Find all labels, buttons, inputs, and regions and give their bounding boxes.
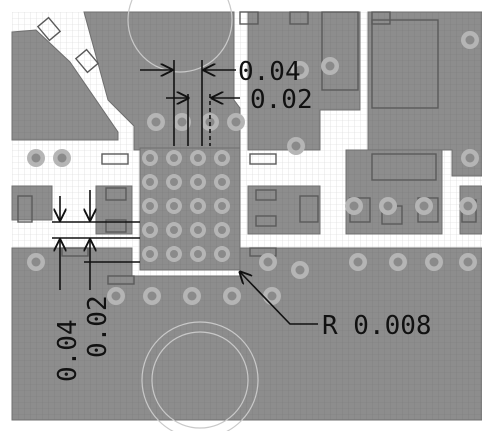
radius-leader (240, 272, 318, 325)
keepout-circle-bottom-inner (151, 331, 249, 429)
via-hole (218, 178, 226, 186)
via-group (27, 31, 479, 305)
via-hole (393, 257, 403, 267)
via-hole (295, 265, 305, 275)
via-hole (291, 141, 301, 151)
pad-icon (289, 11, 309, 25)
copper-block-right-mid (345, 149, 443, 235)
via-hole (227, 291, 237, 301)
via-hole (146, 226, 154, 234)
via-hole (170, 178, 178, 186)
pad-icon (61, 247, 89, 257)
via-hole (218, 226, 226, 234)
via-hole (31, 153, 41, 163)
pad-icon (36, 16, 62, 42)
via-hole (218, 154, 226, 162)
pad-icon (107, 275, 135, 285)
via-hole (57, 153, 67, 163)
via-hole (349, 201, 359, 211)
pad-icon (249, 153, 277, 165)
via-hole (218, 202, 226, 210)
via-hole (194, 154, 202, 162)
gap-label: 0.02 (250, 85, 313, 115)
copper-pour-top-left (11, 29, 119, 141)
via-hole (463, 257, 473, 267)
pad-icon (371, 19, 439, 109)
pad-icon (255, 189, 277, 201)
via-hole (170, 226, 178, 234)
component-pads (17, 11, 477, 285)
pad-icon (255, 215, 277, 227)
vertical-pitch-label: 0.04 (53, 319, 83, 382)
radius-label: R 0.008 (322, 311, 432, 341)
via-hole (147, 291, 157, 301)
via-hole (383, 201, 393, 211)
via-hole (325, 61, 335, 71)
via-hole (465, 35, 475, 45)
via-hole (177, 117, 187, 127)
pad-icon (371, 153, 437, 181)
via-hole (151, 117, 161, 127)
via-hole (146, 178, 154, 186)
pad-icon (299, 195, 319, 223)
via-hole (429, 257, 439, 267)
via-hole (170, 250, 178, 258)
via-hole (170, 202, 178, 210)
via-hole (111, 291, 121, 301)
copper-block-center-right (247, 185, 321, 235)
via-hole (419, 201, 429, 211)
via-hole (187, 291, 197, 301)
pad-icon (74, 48, 100, 74)
via-hole (463, 201, 473, 211)
via-hole (146, 202, 154, 210)
via-hole (170, 154, 178, 162)
via-hole (218, 250, 226, 258)
bga-via-array (142, 150, 230, 262)
via-hole (194, 226, 202, 234)
via-hole (146, 154, 154, 162)
keepout-circle-bottom (141, 321, 259, 431)
via-hole (146, 250, 154, 258)
dimension-annotations (52, 60, 318, 325)
pad-icon (105, 219, 127, 233)
pad-icon (105, 187, 127, 201)
pad-icon (371, 11, 391, 25)
via-hole (465, 153, 475, 163)
via-hole (194, 178, 202, 186)
copper-pour-top-right (247, 11, 361, 151)
pad-icon (101, 153, 129, 165)
via-hole (31, 257, 41, 267)
via-hole (194, 202, 202, 210)
via-hole (263, 257, 273, 267)
pad-icon (321, 11, 359, 91)
pad-icon (17, 195, 33, 223)
via-hole (267, 291, 277, 301)
via-hole (194, 250, 202, 258)
keepout-circles (127, 0, 259, 431)
via-hole (231, 117, 241, 127)
pitch-label: 0.04 (238, 57, 301, 87)
pad-icon (239, 11, 259, 25)
keepout-circle-top (127, 0, 233, 73)
vertical-gap-label: 0.02 (83, 295, 113, 358)
via-hole (295, 65, 305, 75)
via-hole (353, 257, 363, 267)
